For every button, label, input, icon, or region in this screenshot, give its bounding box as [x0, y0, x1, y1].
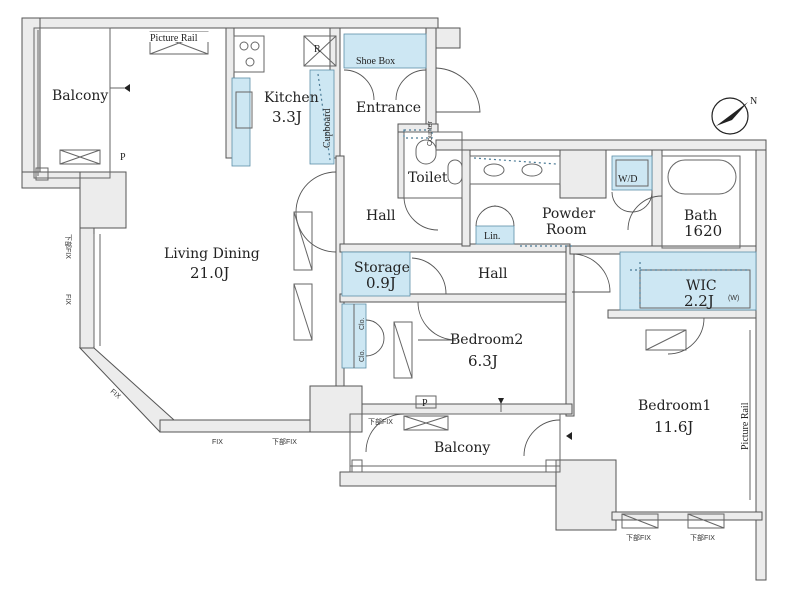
entrance-label: Entrance	[356, 100, 421, 116]
fix-bedroom2-note: 下部FIX	[368, 417, 393, 426]
bedroom1-label: Bedroom1	[638, 398, 711, 414]
wic-area-label: 2.2J	[684, 292, 714, 310]
wd-label: W/D	[618, 174, 637, 185]
p-left-label: P	[120, 152, 126, 163]
fix-bedroom1-note-b: 下部FIX	[690, 533, 715, 542]
bath-size-label: 1620	[684, 222, 722, 240]
wic-label: WIC	[686, 278, 717, 294]
storage-label: Storage	[354, 260, 410, 276]
fix-left-note-2: FIX	[64, 294, 71, 305]
compass: N	[711, 96, 757, 135]
bedroom2-area-label: 6.3J	[468, 352, 498, 370]
balcony-bottom-label: Balcony	[434, 440, 490, 456]
hall-upper-label: Hall	[366, 208, 396, 224]
fix-bedroom1-note-a: 下部FIX	[626, 533, 651, 542]
fix-left-note-1: 下部FIX	[64, 234, 73, 259]
lin-label: Lin.	[484, 231, 500, 242]
kitchen-area	[231, 35, 337, 167]
kitchen-label: Kitchen	[264, 90, 319, 106]
compass-north-label: N	[750, 96, 757, 107]
picture-rail-top-label: Picture Rail	[150, 33, 198, 44]
fix-bottom-note: FIX	[212, 439, 223, 446]
fix-bottom-lower-note: 下部FIX	[272, 437, 297, 446]
kitchen-area-label: 3.3J	[272, 108, 302, 126]
storage-area-label: 0.9J	[366, 274, 396, 292]
balcony-left-label: Balcony	[52, 88, 108, 104]
balcony-left-area	[33, 27, 130, 181]
balcony-bottom-area	[349, 413, 572, 473]
clo-label-2: Clo.	[359, 349, 366, 362]
counter-label: Counter	[427, 120, 434, 146]
powder-room-label-2: Room	[546, 222, 587, 238]
north-arrow-icon	[716, 102, 748, 126]
shoe-box-label: Shoe Box	[356, 56, 395, 67]
bedroom1-area-label: 11.6J	[654, 418, 693, 436]
p-bottom-label: P	[422, 398, 428, 409]
toilet-label: Toilet	[408, 170, 448, 186]
cupboard-label: Cupboard	[322, 109, 333, 148]
wic-w-label: (W)	[728, 295, 739, 302]
hall-middle-label: Hall	[478, 266, 508, 282]
living-dining-label: Living Dining	[164, 246, 260, 262]
walls	[21, 17, 767, 581]
bath-label: Bath	[684, 208, 717, 224]
picture-rail-right-label: Picture Rail	[740, 402, 751, 450]
fridge-label: R	[314, 44, 321, 55]
bedroom2-label: Bedroom2	[450, 332, 523, 348]
living-dining-area-label: 21.0J	[190, 264, 229, 282]
clo-label-1: Clo.	[359, 317, 366, 330]
powder-room-label-1: Powder	[542, 206, 596, 222]
